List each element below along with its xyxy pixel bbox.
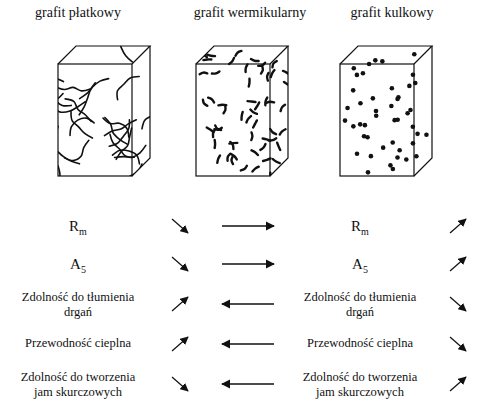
property-name: Przewodność cieplna [8,336,148,351]
graphite-heading: grafit płatkowy [31,5,125,21]
trend-arrow [450,219,466,233]
graphite-texture [343,52,429,175]
trend-arrow [172,219,188,233]
trend-arrow [172,297,188,311]
property-name: Zdolność do tworzenia jam skurczowych [12,370,144,400]
comparison-arrow [222,263,274,264]
comparison-arrow [222,225,274,226]
property-symbol: Rm [18,217,138,238]
graphite-form: grafit płatkowy [31,5,125,185]
graphite-cube [195,46,291,181]
trend-arrow [172,257,188,271]
trend-arrow [450,337,466,351]
trend-arrow [450,377,466,391]
graphite-form: grafit kulkowy [347,5,438,185]
property-name: Przewodność cieplna [290,336,430,351]
property-symbol: Rm [300,217,420,238]
trend-arrow [450,257,466,271]
graphite-cube [340,46,432,176]
graphite-form: grafit wermikularny [190,5,311,185]
comparison-arrow [222,343,274,344]
graphite-cube [29,30,164,201]
graphite-texture [195,51,291,181]
property-name: Zdolność do tłumienia drgań [294,290,426,320]
graphite-texture [29,30,164,201]
graphite-heading: grafit wermikularny [190,5,311,21]
comparison-arrow [222,383,274,384]
comparison-arrow [222,303,274,304]
trend-arrow [172,337,188,351]
property-symbol: A5 [18,255,138,276]
property-name: Zdolność do tworzenia jam skurczowych [294,370,426,400]
graphite-heading: grafit kulkowy [347,5,438,21]
trend-arrow [450,297,466,311]
trend-arrows [172,219,466,391]
property-name: Zdolność do tłumienia drgań [12,290,144,320]
trend-arrow [172,377,188,391]
property-symbol: A5 [300,255,420,276]
